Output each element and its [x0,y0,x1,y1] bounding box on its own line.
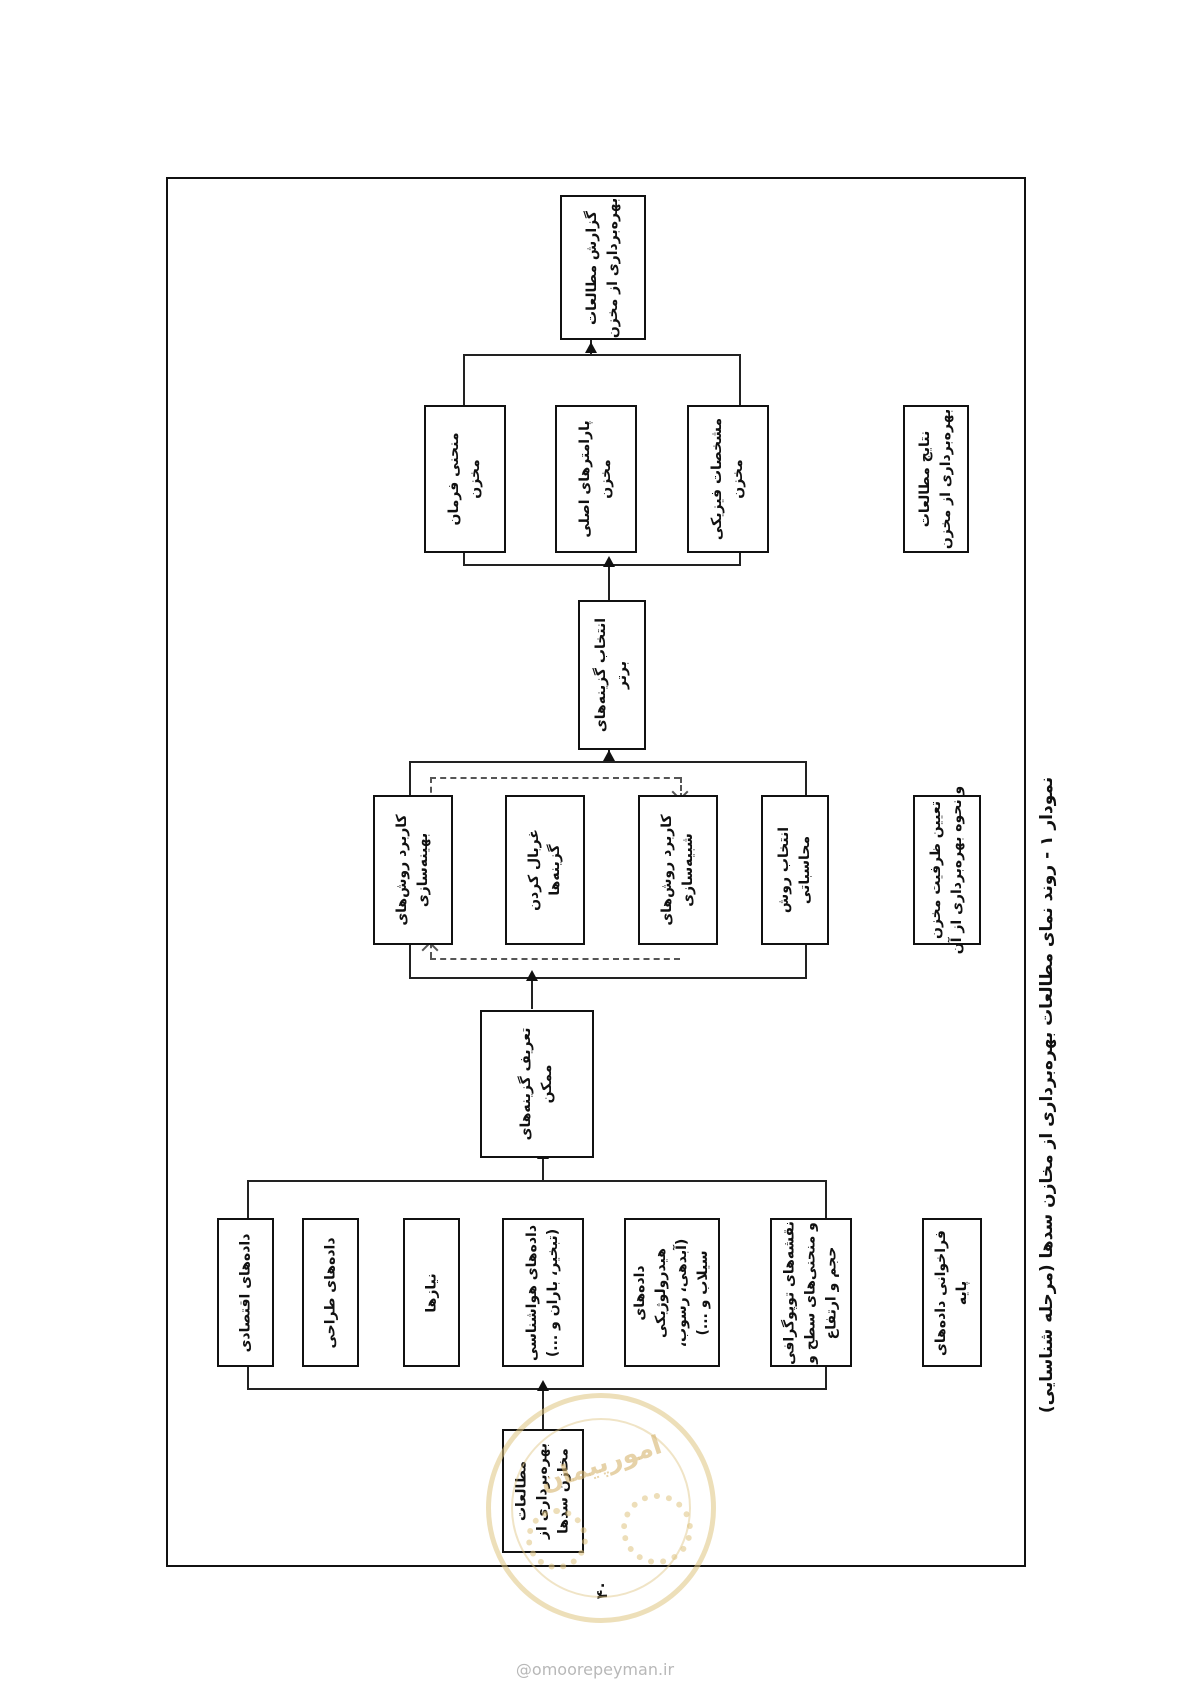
node-econ-data: داده‌های اقتصادی [217,1218,274,1367]
node-design-data: داده‌های طراحی [302,1218,359,1367]
node-select-method: انتخاب روش محاسباتی [761,795,829,945]
feedback-connector [430,958,680,960]
diagram-frame [166,177,1026,1567]
arrow-up-icon [585,342,597,353]
node-apply-sim: کاربرد روش‌های شبیه‌سازی [638,795,718,945]
node-parameters: پارامترهای اصلی مخزن [555,405,637,553]
node-topo-maps: نقشه‌های توپوگرافی و منحنی‌های سطح و حجم… [770,1218,852,1367]
node-physical: مشخصات فیزیکی مخزن [687,405,769,553]
node-define-options: تعریف گزینه‌های ممکن [480,1010,594,1158]
stage-label-capacity: تعیین ظرفیت مخزن و نحوه بهره‌برداری از آ… [913,786,981,954]
feedback-connector [430,777,680,779]
stage-label-results: نتایج مطالعات بهره‌برداری از مخزن [903,405,969,553]
node-met-data: داده‌های هواشناسی (تبخیر، باران و ...) [502,1218,584,1367]
arrow-up-icon [603,750,615,761]
node-hydro-data: داده‌های هیدرولوژیکی (آبدهی، رسوب، سیلاب… [624,1218,720,1367]
gear-icon [526,1508,588,1570]
watermark-ring [511,1418,691,1598]
arrow-up-icon [526,970,538,981]
node-screen: غربال کردن گزینه‌ها [505,795,585,945]
connector [542,1158,544,1182]
watermark-seal: امورپیمان [486,1393,716,1623]
node-select-best: انتخاب گزینه‌های برتر [578,600,646,750]
connector [463,564,741,566]
arrow-up-icon [603,556,615,567]
connector [463,354,741,356]
node-apply-opt: کاربرد روش‌های بهینه‌سازی [373,795,453,945]
footer-handle: @omoorepeyman.ir [515,1660,675,1679]
node-needs: نیازها [403,1218,460,1367]
gear-icon [621,1493,693,1565]
feedback-connector [680,777,682,799]
node-report: گزارش مطالعات بهره‌برداری از مخزن [560,195,646,340]
connector [608,564,610,600]
connector [409,977,807,979]
stage-label-basic-data: فراخوانی داده‌های پایه [922,1218,982,1367]
node-operation: منحنی فرمان مخزن [424,405,506,553]
arrow-up-icon [537,1380,549,1391]
connector [247,1180,827,1182]
connector [531,977,533,1009]
figure-caption: نمودار ۱ - روند نمای مطالعات بهره‌برداری… [1037,776,1057,1414]
